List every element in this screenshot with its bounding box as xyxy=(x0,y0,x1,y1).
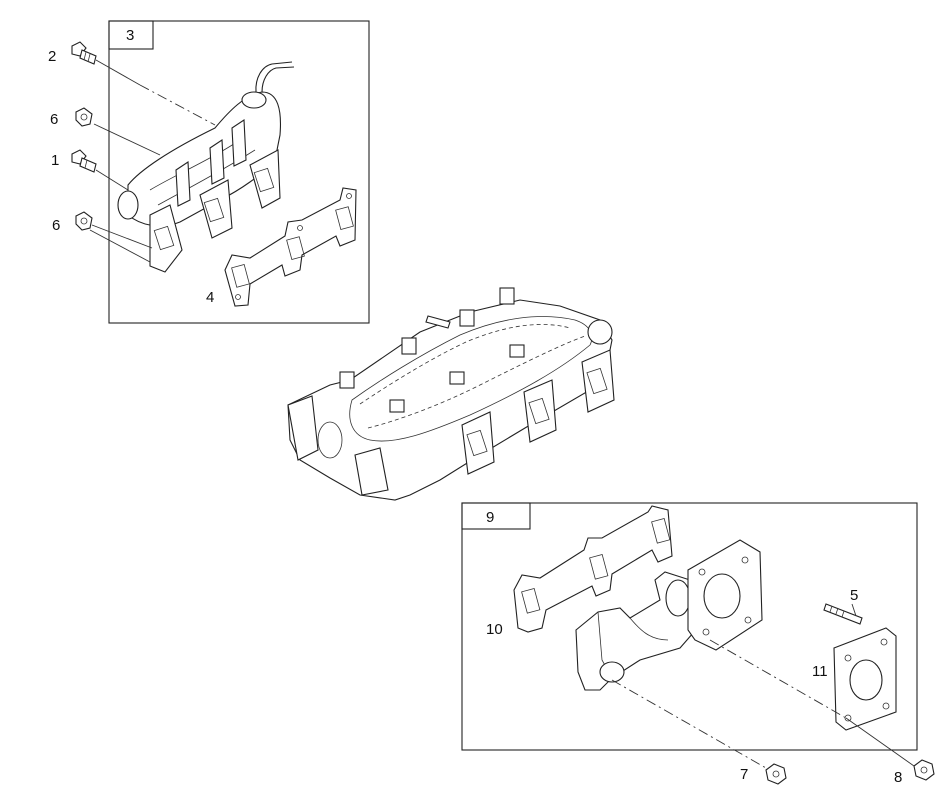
group-box-9: 9 xyxy=(461,502,918,751)
nut-part-8 xyxy=(913,759,935,781)
bolt-part-2 xyxy=(71,41,97,65)
callout-5: 5 xyxy=(850,587,858,604)
cylinder-head xyxy=(287,287,615,501)
group-box-9-label: 9 xyxy=(486,509,494,526)
nut-part-7 xyxy=(765,763,787,785)
callout-11: 11 xyxy=(812,663,828,680)
callout-6-lower: 6 xyxy=(52,217,60,234)
bolt-part-1 xyxy=(71,149,97,173)
group-box-3: 3 xyxy=(108,20,370,324)
nut-part-6-lower xyxy=(75,211,93,231)
callout-8: 8 xyxy=(894,769,902,786)
callout-6-upper: 6 xyxy=(50,111,58,128)
callout-1: 1 xyxy=(51,152,59,169)
callout-2: 2 xyxy=(48,48,56,65)
callout-labels: 2 6 1 6 4 10 5 11 7 8 xyxy=(48,48,902,786)
intake-manifold xyxy=(117,61,295,273)
group-box-3-label-frame xyxy=(108,20,154,50)
nut-part-6-upper xyxy=(75,107,93,127)
group-box-3-label: 3 xyxy=(126,27,134,44)
exhaust-outlet-flange xyxy=(687,539,763,651)
exhaust-gasket-part-10 xyxy=(513,505,673,633)
callout-4: 4 xyxy=(206,289,214,306)
intake-gasket-part-4 xyxy=(224,187,357,307)
callout-10: 10 xyxy=(486,621,503,638)
group-box-9-label-frame xyxy=(461,502,531,530)
callout-7: 7 xyxy=(740,766,748,783)
gasket-plate-part-11 xyxy=(833,627,897,731)
stud-part-5 xyxy=(823,603,863,625)
